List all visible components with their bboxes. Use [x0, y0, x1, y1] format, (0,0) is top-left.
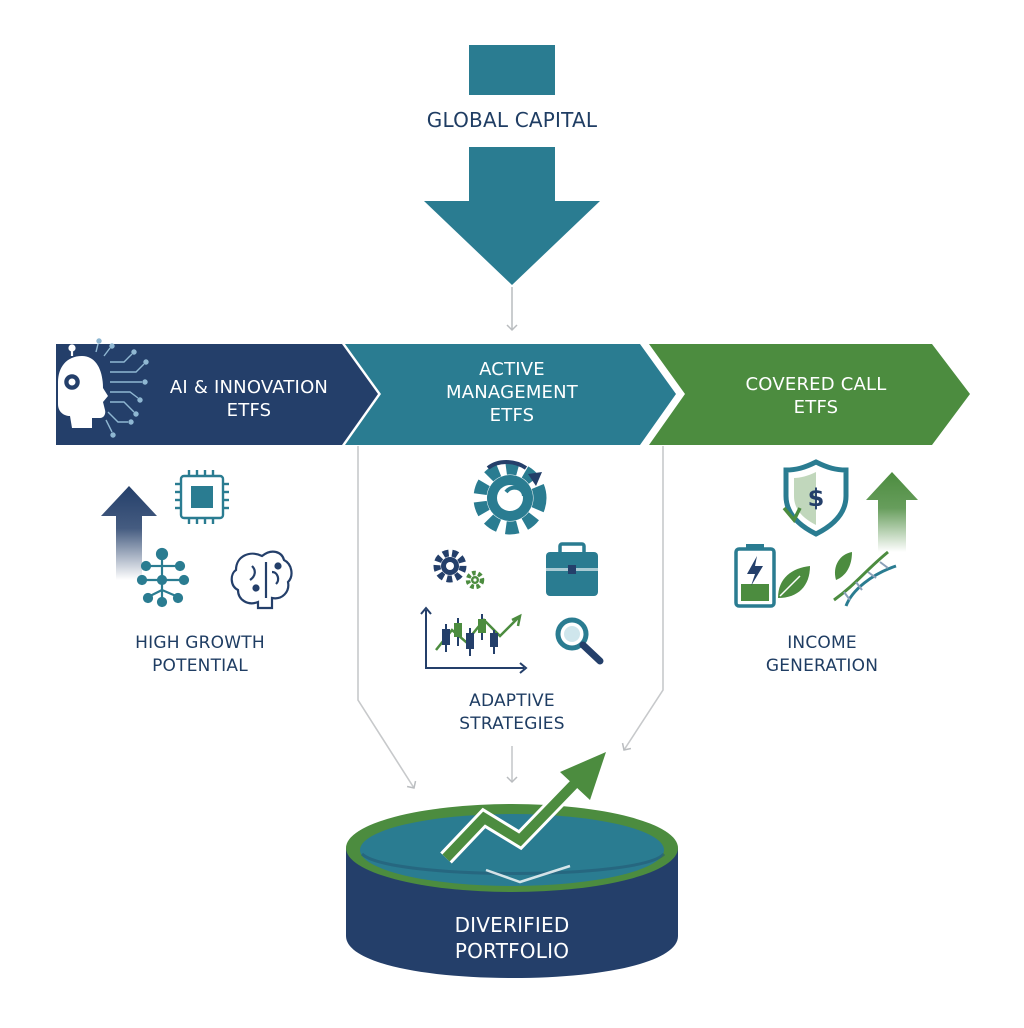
brain-icon — [230, 550, 293, 610]
stage-connectors — [357, 446, 664, 789]
benefit-covered-line-1: INCOME — [787, 633, 857, 653]
connector-left — [357, 446, 417, 789]
benefit-adaptive-strategies: ADAPTIVE STRATEGIES — [412, 690, 612, 736]
benefit-high-growth: HIGH GROWTH POTENTIAL — [100, 632, 300, 678]
growth-arrow-icon — [101, 486, 157, 580]
candlestick-chart-icon — [420, 606, 528, 674]
portfolio-bowl — [346, 804, 678, 978]
stage-label-active-management: ACTIVE MANAGEMENT ETFS — [400, 358, 624, 427]
circuit-chip-icon — [175, 470, 229, 524]
stage-active-line-3: ETFS — [489, 405, 535, 426]
connector-right — [621, 446, 664, 751]
global-capital-arrow — [424, 45, 600, 285]
chevron-band — [56, 344, 970, 445]
benefit-active-line-1: ADAPTIVE — [469, 691, 555, 711]
stage-label-ai-innovation: AI & INNOVATION ETFS — [146, 376, 352, 422]
network-nodes-icon — [136, 547, 190, 608]
magnifier-icon — [555, 617, 604, 665]
portfolio-line-1: DIVERIFIED — [454, 913, 570, 937]
chevron-active-management — [345, 344, 676, 445]
benefit-active-line-2: STRATEGIES — [459, 714, 565, 734]
capital-arrow-top-block — [469, 45, 555, 95]
shield-dollar-icon: $ — [782, 459, 849, 537]
stage-covered-line-2: ETFS — [793, 397, 839, 418]
portfolio-growth-arrow — [440, 752, 606, 864]
up-arrow-icon — [866, 472, 918, 552]
briefcase-icon — [546, 542, 598, 596]
capital-arrow-head — [424, 147, 600, 285]
dna-icon — [833, 550, 897, 607]
benefit-ai-line-1: HIGH GROWTH — [135, 633, 265, 653]
chevron-ai-innovation — [56, 344, 378, 445]
dollar-glyph: $ — [808, 484, 825, 512]
stage-label-covered-call: COVERED CALL ETFS — [704, 373, 928, 419]
portfolio-label: DIVERIFIED PORTFOLIO — [402, 912, 622, 964]
benefit-covered-line-2: GENERATION — [765, 656, 879, 676]
stage-active-line-1: ACTIVE — [479, 359, 545, 380]
stage-covered-line-1: COVERED CALL — [745, 374, 887, 395]
gears-small-icon — [433, 549, 485, 590]
portfolio-line-2: PORTFOLIO — [454, 939, 570, 963]
circuit-lines-decoration — [95, 338, 149, 438]
global-capital-label: GLOBAL CAPITAL — [426, 108, 598, 132]
stage-active-line-2: MANAGEMENT — [446, 382, 578, 403]
chevron-covered-call — [649, 344, 970, 445]
stage-ai-line-1: AI & INNOVATION — [169, 377, 329, 398]
bowl-surface — [360, 814, 664, 886]
gear-large-icon — [473, 460, 547, 535]
benefit-income-generation: INCOME GENERATION — [722, 632, 922, 678]
benefit-ai-line-2: POTENTIAL — [152, 656, 248, 676]
battery-icon — [734, 544, 776, 608]
robot-head-icon — [58, 344, 108, 428]
leaf-icon — [778, 566, 810, 598]
stage-ai-line-2: ETFS — [226, 400, 272, 421]
